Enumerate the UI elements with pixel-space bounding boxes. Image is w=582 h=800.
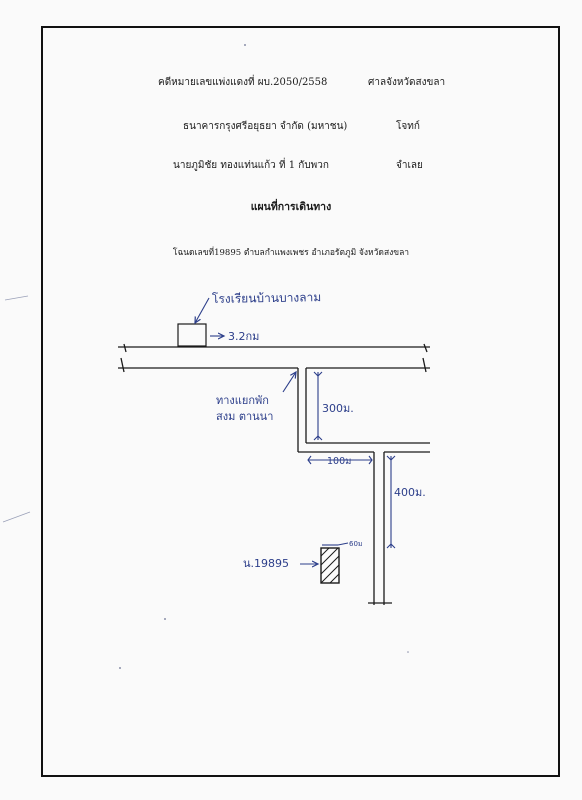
distance-down-2-label: 400ม. <box>394 486 426 499</box>
distance-down-1-marker <box>313 371 323 441</box>
plaintiff-name: ธนาคารกรุงศรีอยุธยา จำกัด (มหาชน) <box>183 121 348 132</box>
scan-specks <box>2 44 409 669</box>
distance-down-1-label: 300ม. <box>322 402 354 415</box>
plot-width-label: 60ม <box>349 540 363 548</box>
distance-main-label: 3.2กม <box>228 330 259 343</box>
school-building <box>177 323 207 347</box>
plot-width-marker <box>322 542 349 546</box>
branch-road <box>297 368 430 605</box>
defendant-role: จำเลย <box>396 160 423 171</box>
distance-across-label: 100ม <box>327 456 351 467</box>
case-number: คดีหมายเลขแพ่งแดงที่ ผบ.2050/2558 <box>158 77 328 88</box>
junction-label-2: สงม ตานนา <box>216 410 273 423</box>
landmark-pointer <box>195 297 210 323</box>
map-subtitle: โฉนดเลขที่19895 ตำบลกำแพงเพชร อำเภอรัตภู… <box>172 248 410 258</box>
junction-label-1: ทางแยกพัก <box>216 394 269 407</box>
map-title: แผนที่การเดินทาง <box>250 201 332 213</box>
main-road <box>118 343 430 373</box>
plaintiff-role: โจทก์ <box>396 121 420 132</box>
distance-down-2-marker <box>386 455 396 549</box>
landmark-label: โรงเรียนบ้านบางลาม <box>212 290 322 306</box>
junction-pointer <box>282 372 296 393</box>
land-plot <box>320 547 340 584</box>
page-border <box>41 26 560 777</box>
plot-label: น.19895 <box>243 557 289 570</box>
distance-across-marker <box>307 455 373 465</box>
court-name: ศาลจังหวัดสงขลา <box>368 77 446 88</box>
defendant-name: นายภูมิชัย ทองแท่นแก้ว ที่ 1 กับพวก <box>173 160 329 171</box>
